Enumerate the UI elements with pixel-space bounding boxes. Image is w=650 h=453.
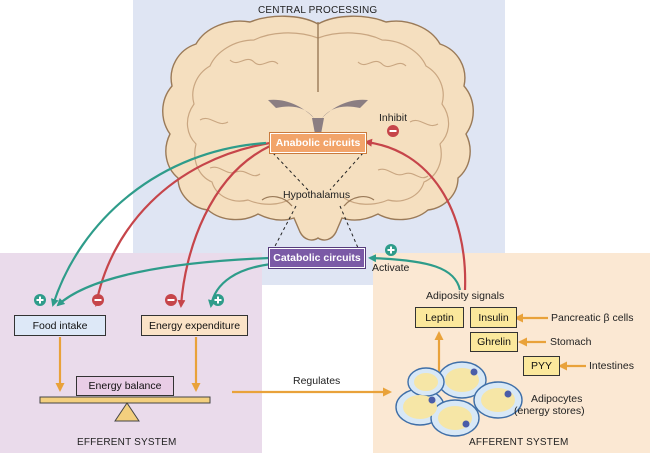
anabolic-circuits-box: Anabolic circuits: [269, 132, 367, 154]
stomach-label: Stomach: [550, 336, 592, 348]
red-arrows: [93, 138, 467, 308]
efferent-system-title: EFFERENT SYSTEM: [77, 437, 177, 448]
orange-arrows: [55, 313, 586, 397]
insulin-box: Insulin: [470, 307, 517, 328]
hypothalamus-label: Hypothalamus: [283, 189, 351, 201]
green-arrows: [51, 141, 462, 308]
intestines-label: Intestines: [589, 360, 634, 372]
pancreatic-cells-label: Pancreatic β cells: [551, 312, 634, 324]
central-processing-title: CENTRAL PROCESSING: [258, 5, 378, 16]
adipocytes-sublabel: (energy stores): [514, 405, 585, 417]
energy-expenditure-box: Energy expenditure: [141, 315, 248, 336]
balance-scale: [39, 396, 211, 422]
ghrelin-box: Ghrelin: [470, 332, 518, 352]
food-intake-box: Food intake: [14, 315, 106, 336]
hypothalamus-connectors: [272, 152, 364, 249]
adipocytes-label: Adipocytes: [531, 393, 583, 405]
catabolic-circuits-box: Catabolic circuits: [268, 247, 366, 269]
activate-label: Activate: [372, 262, 410, 274]
inhibit-label: Inhibit: [379, 112, 408, 124]
pyy-box: PYY: [523, 356, 560, 376]
afferent-system-title: AFFERENT SYSTEM: [469, 437, 569, 448]
adipocytes-cluster: [395, 361, 523, 437]
leptin-box: Leptin: [415, 307, 464, 328]
adiposity-signals-label: Adiposity signals: [426, 290, 505, 302]
brain-illustration: [162, 15, 474, 241]
regulates-label: Regulates: [293, 375, 341, 387]
energy-balance-box: Energy balance: [76, 376, 174, 396]
sign-markers: [34, 125, 399, 306]
